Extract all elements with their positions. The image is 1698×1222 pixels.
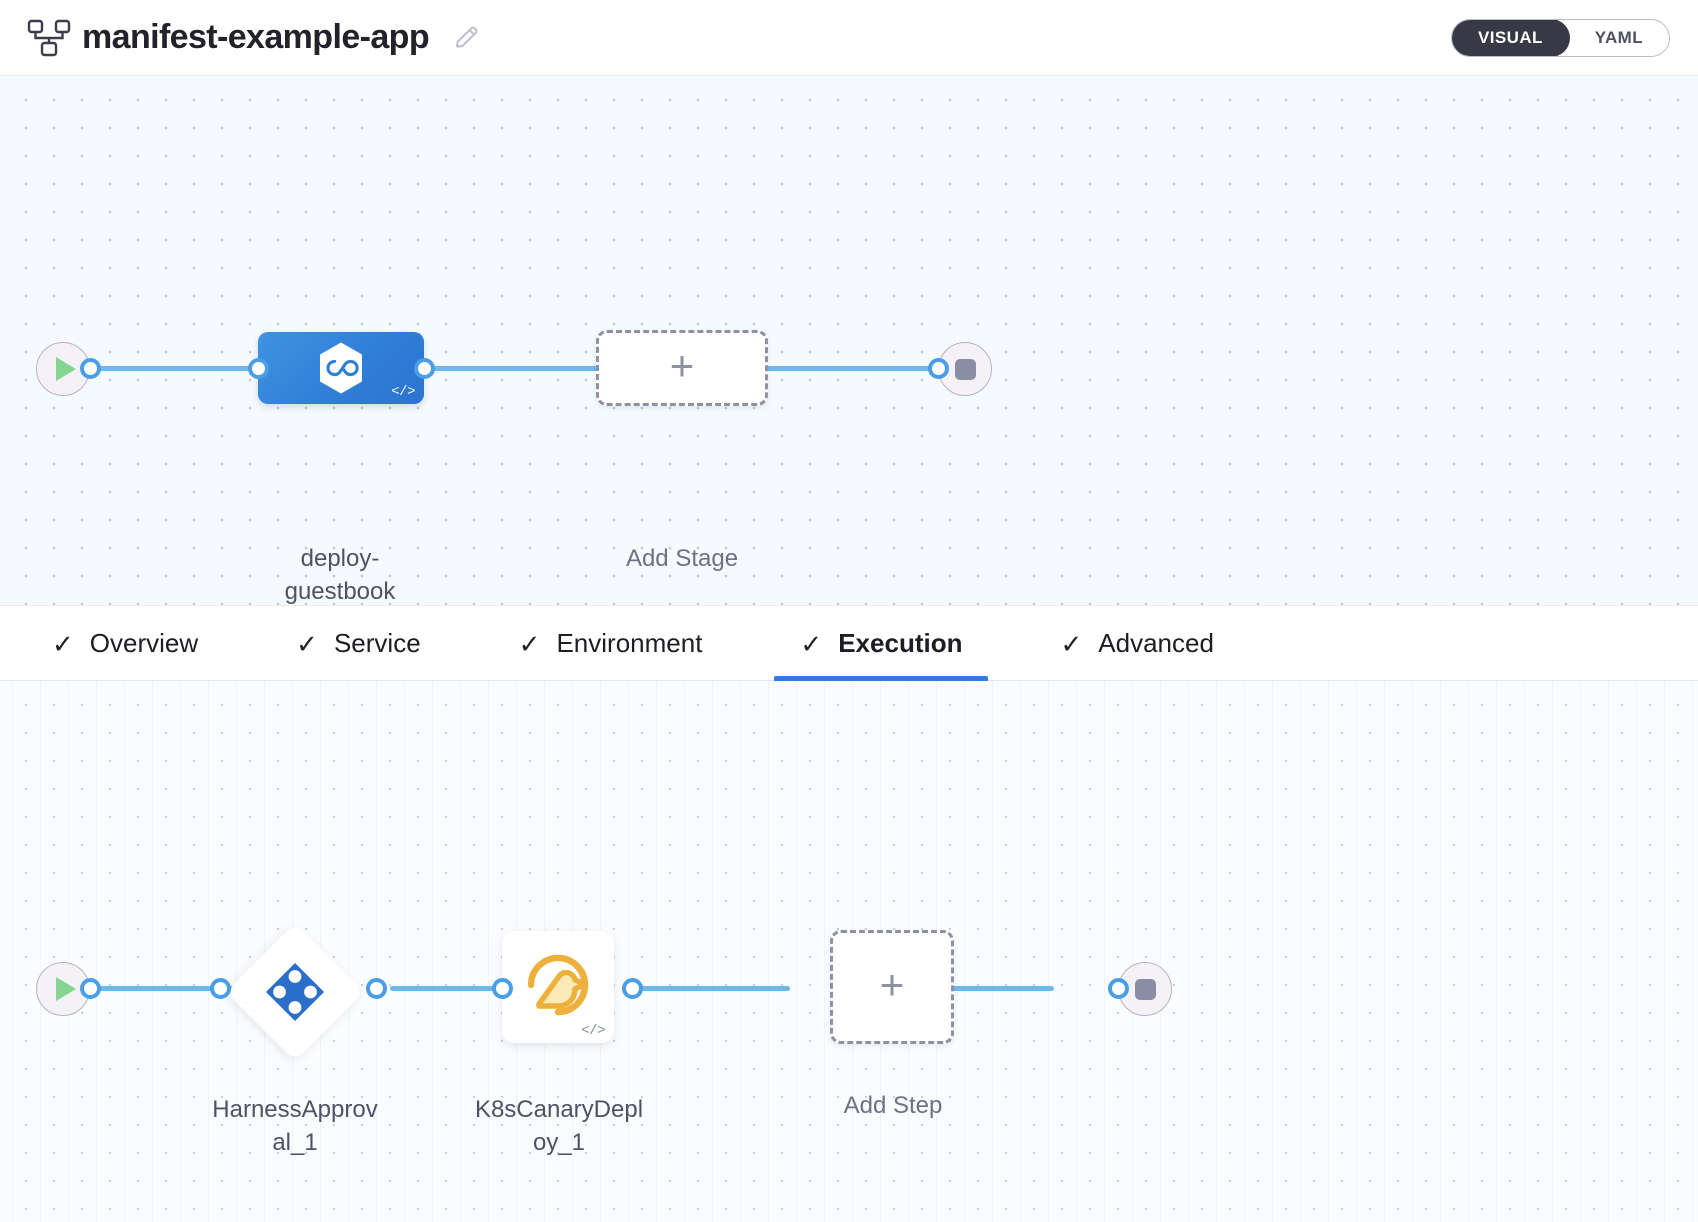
- edge-addstage-to-end: [760, 366, 940, 371]
- stage-config-tabs[interactable]: ✓ Overview ✓ Service ✓ Environment ✓ Exe…: [0, 606, 1698, 681]
- approval-output-port[interactable]: [366, 978, 387, 999]
- check-icon: ✓: [800, 628, 823, 659]
- check-icon: ✓: [1060, 628, 1083, 659]
- canary-input-port[interactable]: [492, 978, 513, 999]
- tab-advanced-label: Advanced: [1098, 628, 1214, 658]
- canary-bird-icon: [521, 948, 595, 1027]
- harness-hexagon-infinity-icon: [316, 341, 366, 395]
- tab-overview-label: Overview: [89, 628, 199, 658]
- check-icon: ✓: [518, 628, 541, 659]
- pipeline-nodes-icon: [26, 18, 72, 58]
- edge-stage-to-addstage: [420, 366, 600, 371]
- stage-output-port[interactable]: [414, 358, 435, 379]
- canary-output-port[interactable]: [622, 978, 643, 999]
- tab-advanced[interactable]: ✓ Advanced: [1034, 606, 1239, 681]
- toggle-visual-button[interactable]: VISUAL: [1452, 19, 1570, 56]
- add-step-button[interactable]: +: [830, 930, 954, 1044]
- execution-start-output-port[interactable]: [80, 978, 101, 999]
- start-output-port[interactable]: [80, 358, 101, 379]
- mode-toggle[interactable]: VISUAL YAML: [1451, 18, 1670, 57]
- execution-graph-canvas[interactable]: HarnessApprov al_1 </> K8sCanaryDepl oy_…: [0, 681, 1698, 1222]
- step-node-k8s-canary-deploy[interactable]: </>: [502, 931, 614, 1043]
- tab-overview[interactable]: ✓ Overview: [26, 606, 224, 681]
- check-icon: ✓: [52, 628, 74, 659]
- execution-end-input-port[interactable]: [1108, 978, 1129, 999]
- stage-node-deploy-guestbook[interactable]: </>: [258, 332, 424, 404]
- play-icon: [56, 357, 76, 381]
- edge-canary-to-addstep: [630, 986, 790, 991]
- step-yaml-badge[interactable]: </>: [581, 1023, 605, 1039]
- plus-icon: +: [669, 342, 695, 389]
- page-title: manifest-example-app: [82, 18, 430, 56]
- add-stage-button[interactable]: +: [596, 330, 768, 406]
- tab-execution[interactable]: ✓ Execution: [774, 606, 989, 681]
- plus-icon: +: [879, 961, 905, 1008]
- tab-service[interactable]: ✓ Service: [270, 606, 447, 681]
- tab-environment-label: Environment: [556, 628, 703, 658]
- approval-input-port[interactable]: [210, 978, 231, 999]
- add-step-label: Add Step: [843, 1092, 943, 1119]
- stop-icon: [1134, 978, 1156, 1000]
- pencil-edit-icon[interactable]: [451, 23, 481, 53]
- tab-environment[interactable]: ✓ Environment: [493, 606, 729, 681]
- stop-icon: [954, 358, 976, 380]
- edge-start-to-approval: [86, 986, 236, 991]
- check-icon: ✓: [296, 628, 318, 659]
- edge-addstep-to-end: [884, 986, 1054, 991]
- add-stage-label: Add Stage: [625, 545, 739, 572]
- harness-approval-diamond-icon: [264, 961, 326, 1023]
- stage-node-label: deploy- guestbook: [284, 545, 396, 606]
- play-icon: [56, 977, 76, 1001]
- stage-yaml-badge[interactable]: </>: [391, 384, 415, 400]
- end-input-port[interactable]: [928, 358, 949, 379]
- edge-approval-to-canary: [390, 986, 520, 991]
- tab-service-label: Service: [333, 628, 421, 658]
- step-label-k8s-canary-deploy: K8sCanaryDepl oy_1: [474, 1096, 644, 1157]
- step-label-harness-approval: HarnessApprov al_1: [212, 1096, 378, 1157]
- edge-start-to-stage: [86, 366, 266, 371]
- toggle-yaml-button[interactable]: YAML: [1569, 20, 1669, 56]
- stage-graph-canvas[interactable]: </> deploy- guestbook + Add Stage: [0, 76, 1698, 606]
- stage-input-port[interactable]: [248, 358, 269, 379]
- tab-execution-label: Execution: [838, 628, 963, 658]
- step-node-harness-approval[interactable]: [225, 922, 365, 1062]
- app-header: manifest-example-app VISUAL YAML: [0, 0, 1698, 76]
